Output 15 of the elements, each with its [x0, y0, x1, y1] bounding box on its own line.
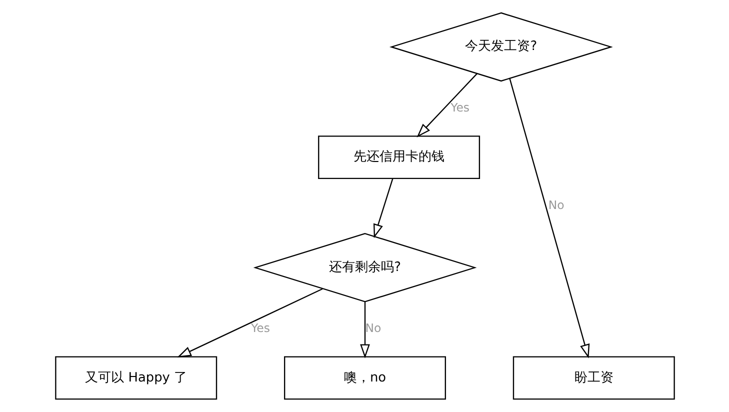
arrow: [176, 288, 322, 358]
node-box: 先还信用卡的钱: [318, 136, 480, 179]
node-box: 噢，no: [284, 356, 446, 400]
node-diamond: 今天发工资?: [388, 12, 612, 82]
edge-label: No: [364, 321, 381, 336]
node-box: 又可以 Happy 了: [54, 356, 217, 400]
arrow: [372, 178, 393, 238]
edge-label: No: [548, 198, 564, 212]
arrow: [360, 302, 370, 358]
node-box: 盼工资: [512, 356, 674, 400]
edge-label: Yes: [250, 321, 270, 336]
edge-label: Yes: [450, 100, 470, 115]
arrow: [508, 78, 590, 358]
node-diamond: 还有剩余吗?: [252, 232, 476, 302]
arrow: [416, 73, 477, 138]
